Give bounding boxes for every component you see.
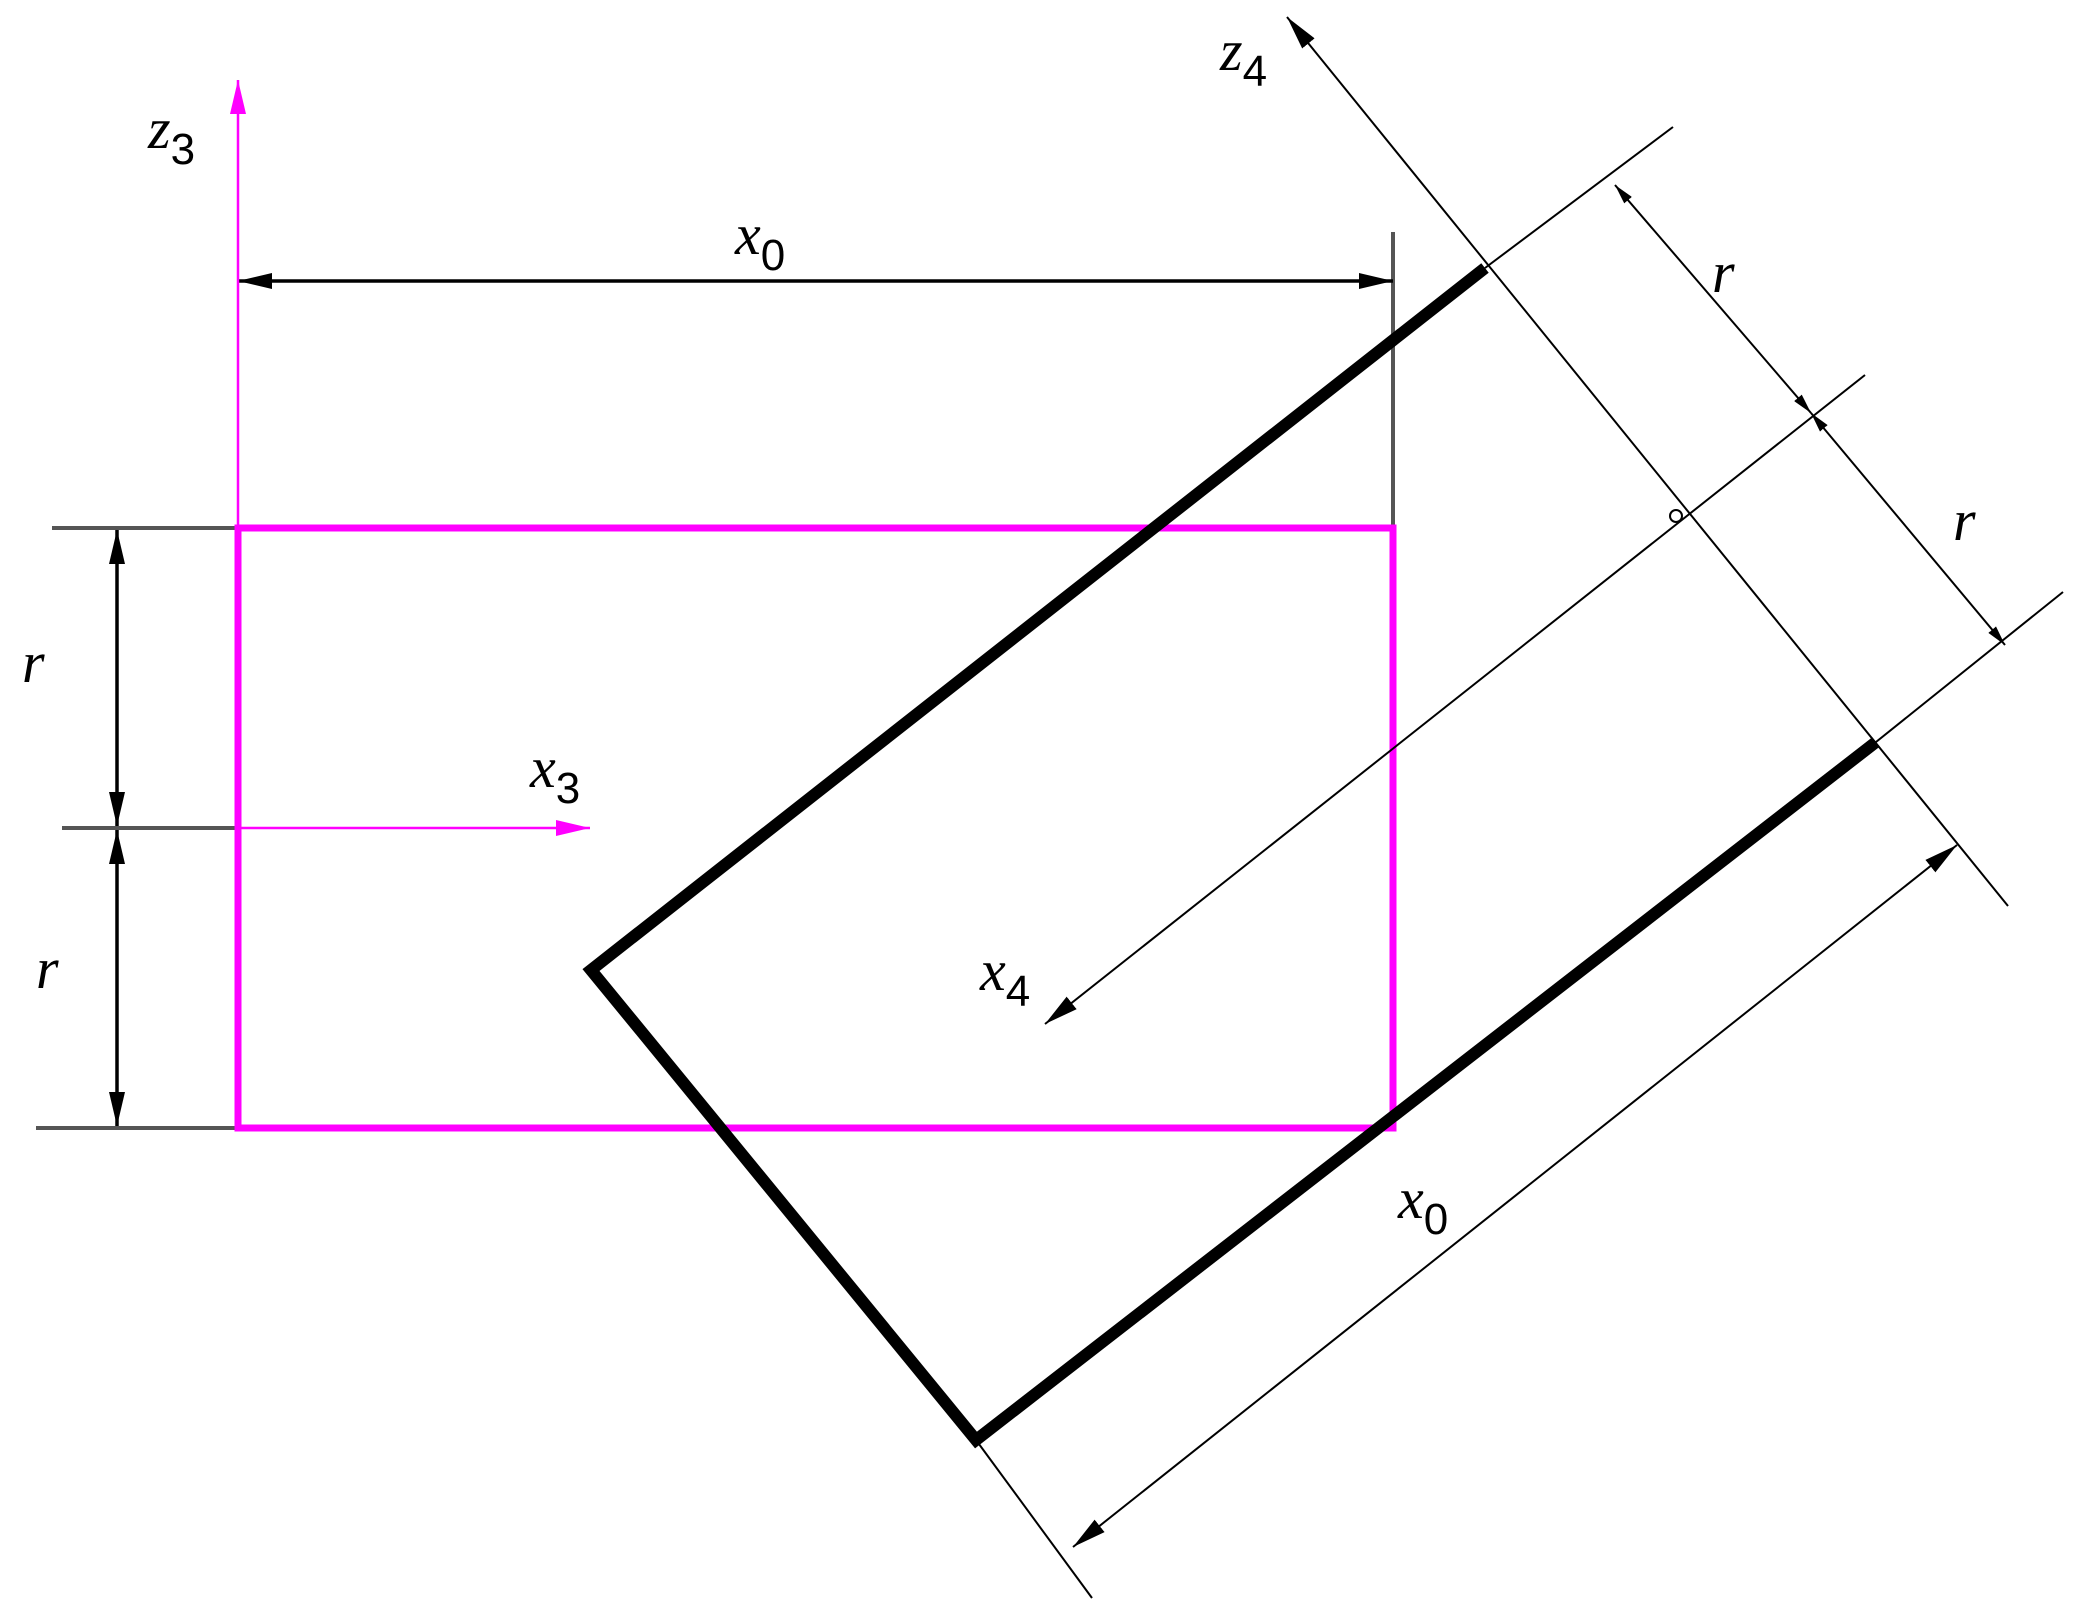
left-dimension-group — [36, 526, 238, 1130]
label-x3: x3 — [529, 735, 580, 813]
right-dimension-group — [1614, 184, 2006, 646]
label-z3: z3 — [147, 96, 195, 174]
dimension-x0-bottom — [1072, 844, 1958, 1548]
x4-axis-origin-dot — [1669, 509, 1683, 523]
labels-group: z3 x0 z4 x3 x4 x0 r r r r — [22, 18, 1976, 1244]
x4-axis — [1044, 374, 1866, 1025]
lower-left-extension — [975, 1439, 1093, 1599]
label-r-right-upper: r — [1712, 240, 1735, 305]
magenta-frame-group — [230, 80, 1397, 1132]
dimension-r-lower-right — [1810, 412, 2006, 646]
rotated-rectangle — [582, 263, 1880, 1449]
label-r-left-upper: r — [22, 630, 45, 695]
bottom-x0-dimension-group — [1072, 844, 1958, 1548]
rotated-rectangle-group — [582, 263, 1880, 1449]
label-x0-top: x0 — [734, 202, 785, 280]
bottom-long-edge-extension — [1875, 591, 2064, 743]
label-x0-bottom: x0 — [1397, 1166, 1448, 1244]
top-long-edge-extension — [1484, 126, 1674, 269]
dimension-r-upper-right — [1614, 184, 1812, 414]
label-r-right-lower: r — [1953, 488, 1976, 553]
rotated-axes-group — [975, 16, 2064, 1599]
label-r-left-lower: r — [36, 936, 59, 1001]
top-x0-dimension-group — [238, 232, 1395, 528]
label-x4: x4 — [979, 938, 1030, 1016]
z4-axis — [1286, 16, 2009, 907]
label-z4: z4 — [1219, 18, 1267, 96]
